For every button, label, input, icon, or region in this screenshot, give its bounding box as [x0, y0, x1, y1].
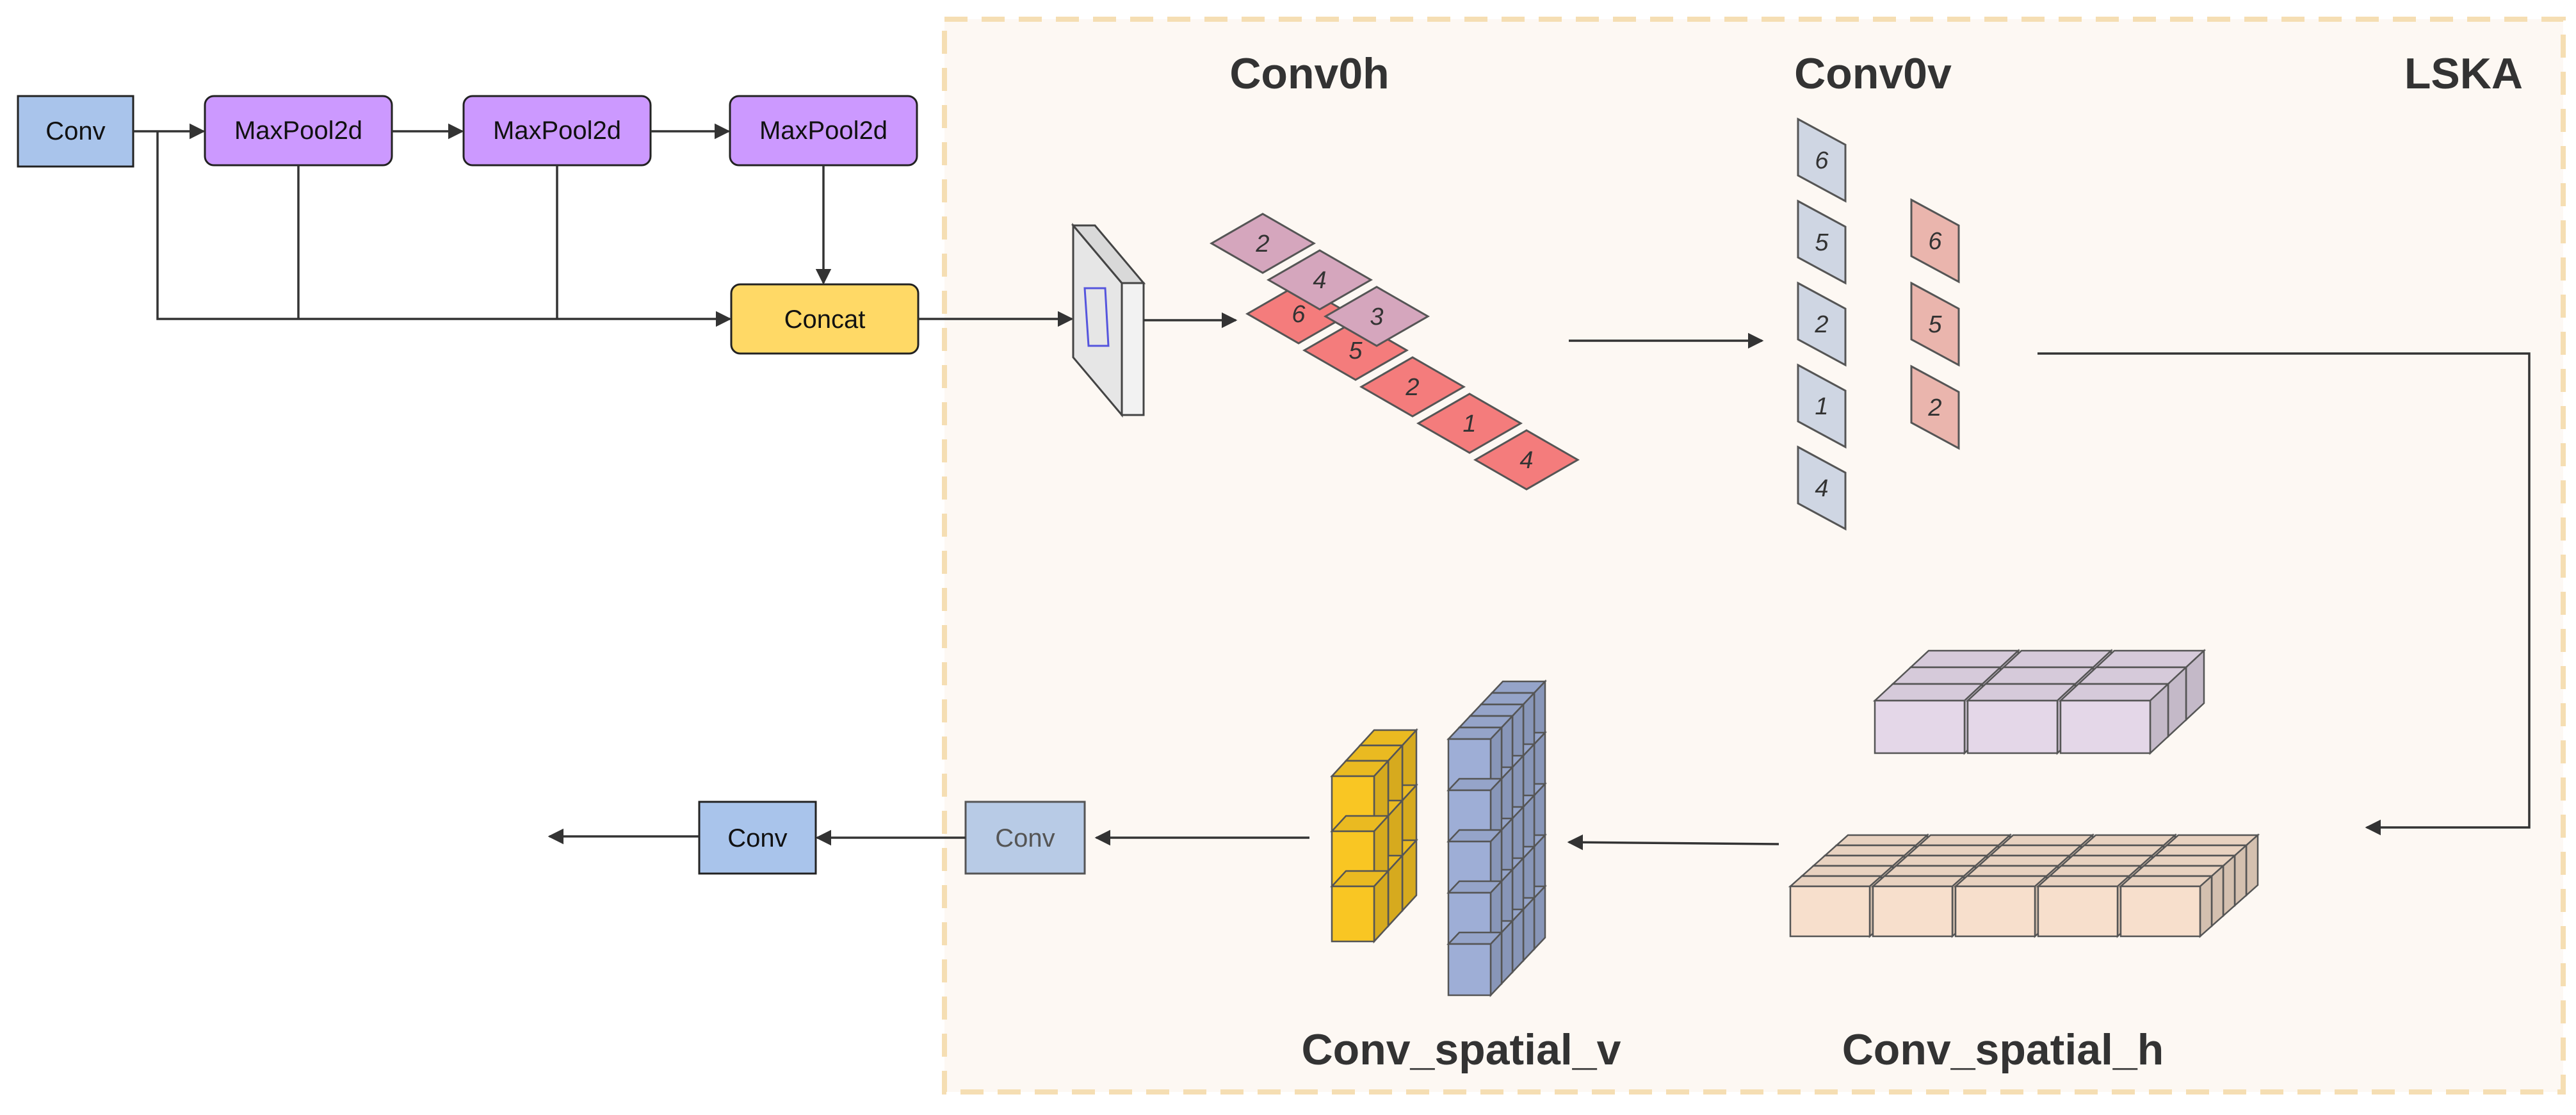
conv0v-gray-kernel-5-label: 4 — [1815, 475, 1828, 502]
spatial-h-top-cube-r1c3 — [2058, 682, 2171, 755]
concat-label: Concat — [784, 305, 866, 334]
conv0v-pink-kernel-3: 2 — [1910, 364, 1960, 450]
maxpool-2-label: MaxPool2d — [493, 117, 621, 145]
conv0h-bottom-kernel-4: 1 — [1416, 393, 1523, 454]
spatial-h-bottom-cube-r1c3 — [1953, 874, 2049, 938]
spatial-h-top-cube-r1c1 — [1872, 682, 1985, 755]
spatial-v-yellow-cube-d1r3 — [1330, 868, 1390, 944]
lska-panel — [942, 17, 2566, 1095]
conv0v-gray-kernel-4-label: 1 — [1815, 393, 1828, 420]
spp-edges — [133, 123, 1074, 327]
conv0h-bottom-kernel-5-label: 4 — [1519, 447, 1533, 474]
conv0h-title: Conv0h — [1229, 49, 1389, 98]
conv0v-to-spatial-h-edge — [2037, 352, 2531, 836]
lska-conv-label: Conv — [995, 824, 1055, 852]
conv0h-bottom-kernel-2-label: 5 — [1349, 338, 1363, 364]
conv-spatial-v-title: Conv_spatial_v — [1302, 1025, 1621, 1074]
conv0v-pink-kernel-3-label: 2 — [1927, 395, 1941, 421]
maxpool-3-node: MaxPool2d — [729, 95, 918, 167]
conv0h-top-kernel-2-label: 4 — [1313, 267, 1326, 294]
spatial-h-bottom-cube-r1c1 — [1788, 874, 1884, 938]
maxpool-2-node: MaxPool2d — [462, 95, 652, 167]
conv0v-gray-kernel-5: 4 — [1797, 445, 1847, 531]
conv0h-top-kernel-2: 4 — [1266, 249, 1373, 311]
feature-slab — [1071, 222, 1146, 418]
out-conv-node: Conv — [698, 801, 817, 875]
conv0v-pink-kernel-2: 5 — [1910, 281, 1960, 367]
concat-node: Concat — [730, 283, 919, 355]
spatial-h-bottom-cubes — [1788, 833, 2260, 938]
conv0v-pink-kernel-1-label: 6 — [1928, 228, 1942, 255]
conv0v-gray-kernel-3: 2 — [1797, 281, 1847, 367]
spatial-h-to-spatial-v-edge — [1567, 834, 1779, 850]
conv0h-bottom-kernel-3: 2 — [1359, 356, 1466, 418]
conv0h-top-kernel-3-label: 3 — [1370, 304, 1383, 330]
conv0v-gray-kernel-4: 1 — [1797, 363, 1847, 449]
conv0h-kernels: 6 5 2 1 4 2 4 3 — [1209, 213, 1580, 491]
conv0v-gray-kernel-2-label: 5 — [1815, 229, 1829, 256]
spatial-h-bottom-cube-r1c4 — [2036, 874, 2132, 938]
spatial-v-yellow-cubes — [1330, 728, 1418, 944]
conv0v-pink-kernel-2-label: 5 — [1928, 311, 1942, 338]
conv0v-title: Conv0v — [1794, 49, 1952, 98]
conv-in-label: Conv — [45, 117, 105, 145]
lska-label: LSKA — [2404, 49, 2523, 98]
maxpool-1-label: MaxPool2d — [234, 117, 362, 145]
out-conv-label: Conv — [727, 824, 787, 852]
conv0h-bottom-kernel-3-label: 2 — [1405, 374, 1419, 401]
spatial-v-blue-cube-d1r5 — [1446, 930, 1503, 998]
spatial-h-top-cubes — [1872, 649, 2207, 755]
conv0v-gray-kernel-2: 5 — [1797, 199, 1847, 285]
lska-conv-node: Conv — [964, 801, 1086, 875]
spatial-v-blue-cube-d1r1 — [1446, 725, 1503, 793]
conv0v-pink-kernel-1: 6 — [1910, 198, 1960, 284]
conv-in-node: Conv — [17, 95, 134, 168]
conv0v-gray-kernel-1-label: 6 — [1815, 147, 1829, 174]
spatial-h-top-cube-r1c2 — [1965, 682, 2078, 755]
spatial-h-bottom-cube-r1c5 — [2118, 874, 2214, 938]
conv0h-bottom-kernel-5: 4 — [1473, 429, 1580, 491]
conv-spatial-h-title: Conv_spatial_h — [1842, 1025, 2164, 1074]
maxpool-1-node: MaxPool2d — [204, 95, 393, 167]
conv0v-kernels: 6 5 2 1 4 6 5 2 — [1797, 117, 1960, 531]
conv0h-bottom-kernel-4-label: 1 — [1462, 411, 1476, 437]
conv0h-top-kernel-1: 2 — [1209, 213, 1316, 274]
conv0h-top-kernel-3: 3 — [1323, 286, 1430, 347]
spatial-v-blue-cubes — [1446, 679, 1547, 998]
conv0h-top-kernel-1-label: 2 — [1255, 231, 1269, 257]
conv0v-gray-kernel-3-label: 2 — [1814, 311, 1828, 338]
conv0v-gray-kernel-1: 6 — [1797, 117, 1847, 203]
spatial-h-bottom-cube-r1c2 — [1870, 874, 1966, 938]
maxpool-3-label: MaxPool2d — [759, 117, 887, 145]
conv0h-bottom-kernel-1-label: 6 — [1292, 301, 1306, 328]
